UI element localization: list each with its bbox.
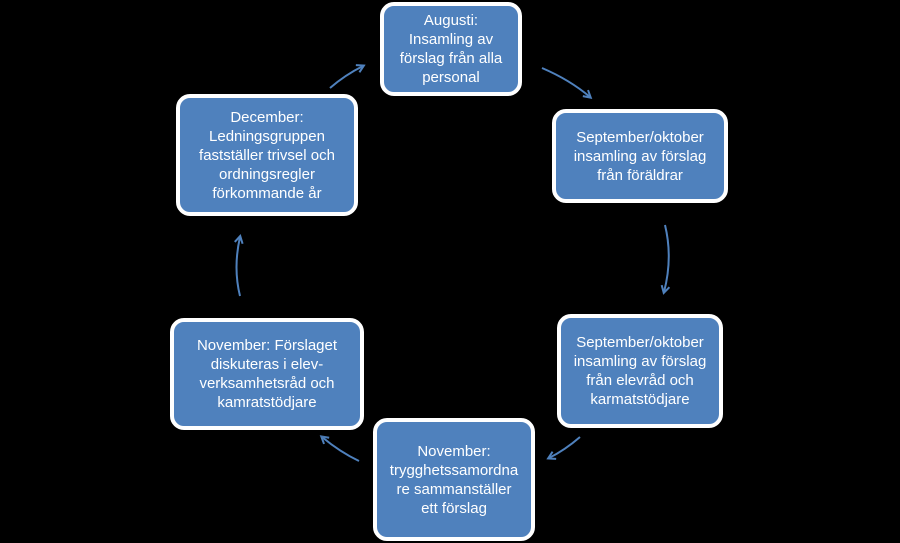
arrow-dec-to-aug [329,66,363,89]
arrow-aug-to-sep [541,67,590,97]
step-november-discuss-text: November: Förslaget diskuteras i elev- v… [196,337,338,411]
step-sept-oct-parents: September/oktober insamling av förslag f… [552,109,728,203]
step-august: Augusti: Insamling av förslag från alla … [380,2,522,96]
step-sept-oct-parents-text: September/oktober insamling av förslag f… [573,128,707,184]
step-november-compile-text: November: trygghetssamordna re sammanstä… [389,442,519,517]
arrow-nov-to-nov [322,437,360,462]
step-november-discuss: November: Förslaget diskuteras i elev- v… [170,318,364,430]
arrow-sep-to-sepb [664,224,669,292]
arrow-sepb-to-nov [549,436,581,458]
step-sept-oct-student-council: September/oktober insamling av förslag f… [557,314,723,428]
step-sept-oct-student-council-text: September/oktober insamling av förslag f… [573,334,707,408]
step-november-compile: November: trygghetssamordna re sammanstä… [373,418,535,541]
step-december: December: Ledningsgruppen fastställer tr… [176,94,358,216]
step-december-text: December: Ledningsgruppen fastställer tr… [199,108,335,202]
step-august-text: Augusti: Insamling av förslag från alla … [399,12,503,86]
arrow-nov-to-dec [237,237,241,297]
